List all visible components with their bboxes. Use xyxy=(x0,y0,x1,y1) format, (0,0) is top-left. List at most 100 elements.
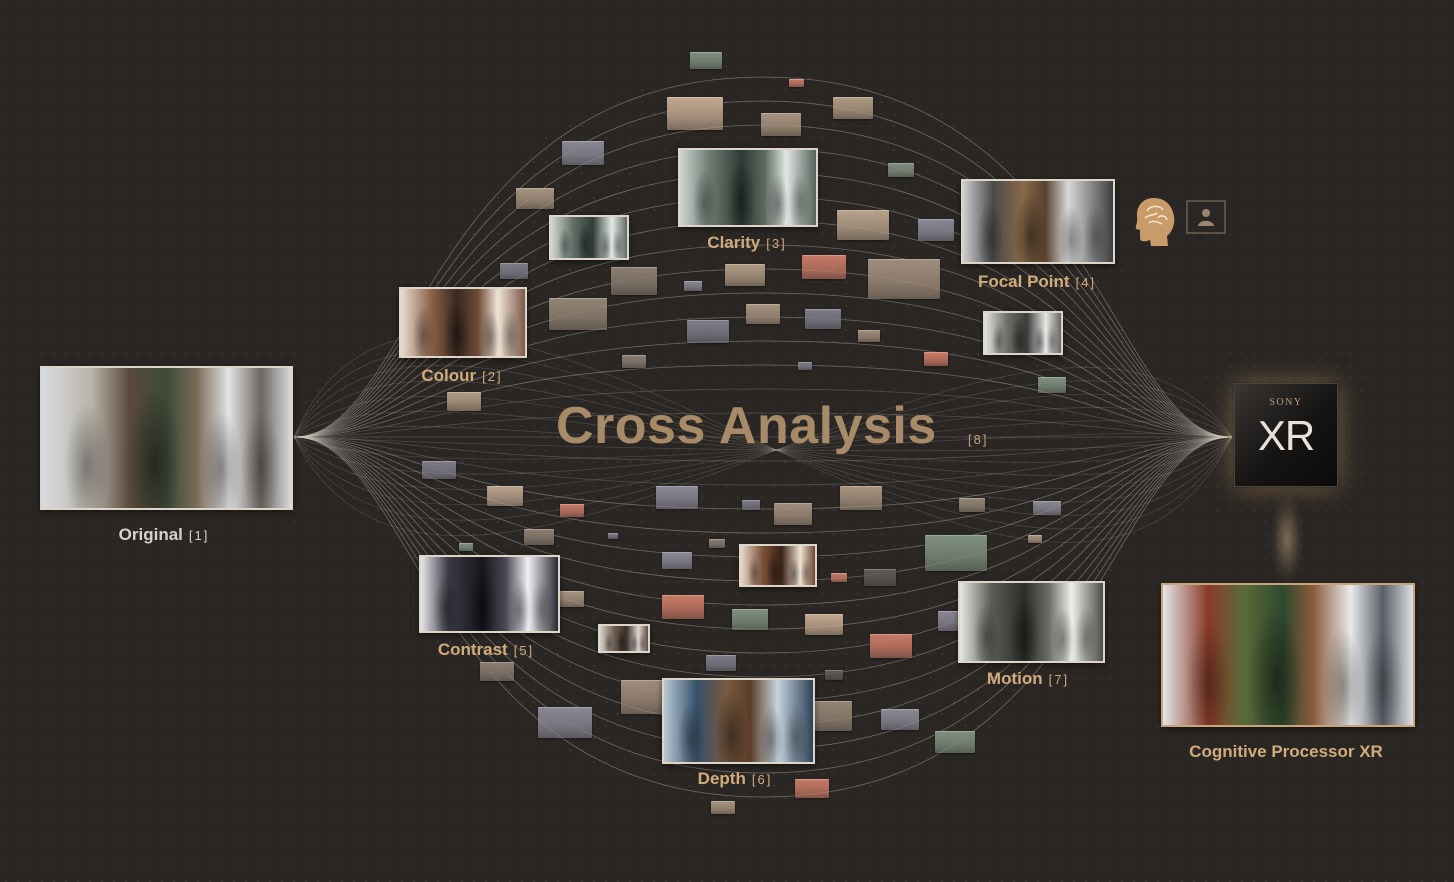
analysis-tile xyxy=(935,731,975,753)
connection-line xyxy=(293,244,1233,438)
connection-line xyxy=(293,436,1233,654)
analysis-tile xyxy=(761,113,801,136)
analysis-tile xyxy=(746,304,780,324)
figure-silhouettes xyxy=(985,313,1061,353)
connection-line xyxy=(293,364,1233,438)
chip-logo: XR xyxy=(1257,412,1315,459)
motion-label: Motion[7] xyxy=(986,669,1070,688)
analysis-tile xyxy=(833,97,873,119)
connection-line xyxy=(293,436,1233,452)
analysis-tile xyxy=(959,498,985,512)
connection-line xyxy=(293,436,1233,774)
analysis-tile xyxy=(667,97,723,130)
processed-output-image xyxy=(1161,583,1415,727)
analysis-tile xyxy=(938,611,960,631)
processor-label: Cognitive Processor XR xyxy=(1189,742,1383,761)
analysis-tile xyxy=(864,569,896,586)
depth-label: Depth[6] xyxy=(697,769,773,788)
depth-image xyxy=(662,678,815,764)
analysis-tile xyxy=(802,255,846,279)
analysis-tile xyxy=(789,79,804,87)
connection-line xyxy=(293,395,1233,490)
connection-line xyxy=(293,365,1233,516)
analysis-tile xyxy=(881,709,919,730)
cross-analysis-title: Cross Analysis xyxy=(556,397,937,455)
analysis-tile xyxy=(480,662,514,681)
figure-silhouettes xyxy=(960,583,1103,661)
analysis-tile xyxy=(1038,377,1066,393)
analysis-tile xyxy=(925,535,987,571)
analysis-tile xyxy=(709,539,725,548)
connection-line xyxy=(293,436,1233,534)
connection-line xyxy=(293,436,1233,678)
clarity-label: Clarity[3] xyxy=(707,233,787,252)
brain-head-icon xyxy=(1135,198,1175,246)
analysis-tile xyxy=(1033,501,1061,515)
figure-silhouettes xyxy=(551,217,627,258)
analysis-tile xyxy=(837,210,889,240)
figure-silhouettes xyxy=(1163,585,1413,725)
analysis-tile xyxy=(662,595,704,619)
analysis-thumbnail xyxy=(983,311,1063,355)
analysis-tile xyxy=(690,52,722,69)
connection-line xyxy=(293,436,1233,606)
figure-silhouettes xyxy=(741,546,815,585)
analysis-tile xyxy=(1028,535,1042,543)
analysis-tile xyxy=(825,670,843,680)
connection-line xyxy=(293,393,1233,506)
analysis-tile xyxy=(742,500,760,510)
cross-analysis-ref: [8] xyxy=(968,432,989,447)
figure-silhouettes xyxy=(600,626,648,651)
analysis-tile xyxy=(805,309,841,329)
colour-image xyxy=(399,287,527,358)
analysis-tile xyxy=(516,188,554,209)
analysis-tile xyxy=(840,486,882,510)
focal-point-label: Focal Point[4] xyxy=(977,272,1097,291)
analysis-tile xyxy=(732,609,768,630)
analysis-tile xyxy=(774,503,812,525)
analysis-tile xyxy=(447,392,481,411)
connection-line xyxy=(293,340,1233,438)
analysis-tile xyxy=(621,680,663,714)
analysis-tile xyxy=(831,573,847,582)
analysis-tile xyxy=(725,264,765,286)
connection-line xyxy=(293,349,1233,530)
analysis-tile xyxy=(611,267,657,295)
analysis-thumbnail xyxy=(549,215,629,260)
analysis-tile xyxy=(858,330,880,342)
connection-line xyxy=(293,388,1233,438)
figure-silhouettes xyxy=(664,680,813,762)
connection-line xyxy=(293,436,1233,798)
analysis-tile xyxy=(814,701,852,731)
analysis-tile xyxy=(711,801,735,814)
analysis-tile xyxy=(870,634,912,658)
clarity-image xyxy=(678,148,818,227)
analysis-tile xyxy=(487,486,523,506)
figure-silhouettes xyxy=(680,150,816,225)
chip-brand: SONY xyxy=(1269,397,1303,408)
connection-line xyxy=(293,433,1233,460)
original-label: Original[1] xyxy=(118,525,210,544)
analysis-tile xyxy=(684,281,702,291)
connection-line xyxy=(293,436,1233,462)
original-image xyxy=(40,366,293,510)
analysis-tile xyxy=(459,543,473,551)
figure-silhouettes xyxy=(42,368,291,508)
connection-line xyxy=(293,407,1233,490)
analysis-tile xyxy=(805,614,843,635)
analysis-tile xyxy=(608,533,618,539)
analysis-tile xyxy=(798,362,812,370)
figure-silhouettes xyxy=(401,289,525,356)
analysis-tile xyxy=(524,529,554,545)
connection-line xyxy=(293,100,1233,438)
connection-line xyxy=(293,367,1233,536)
analysis-tile xyxy=(560,504,584,517)
connection-line xyxy=(293,380,1233,503)
analysis-tile xyxy=(656,486,698,509)
connection-line xyxy=(293,334,1233,543)
connection-line xyxy=(293,412,1233,438)
analysis-thumbnail xyxy=(598,624,650,653)
figure-silhouettes xyxy=(421,557,558,631)
